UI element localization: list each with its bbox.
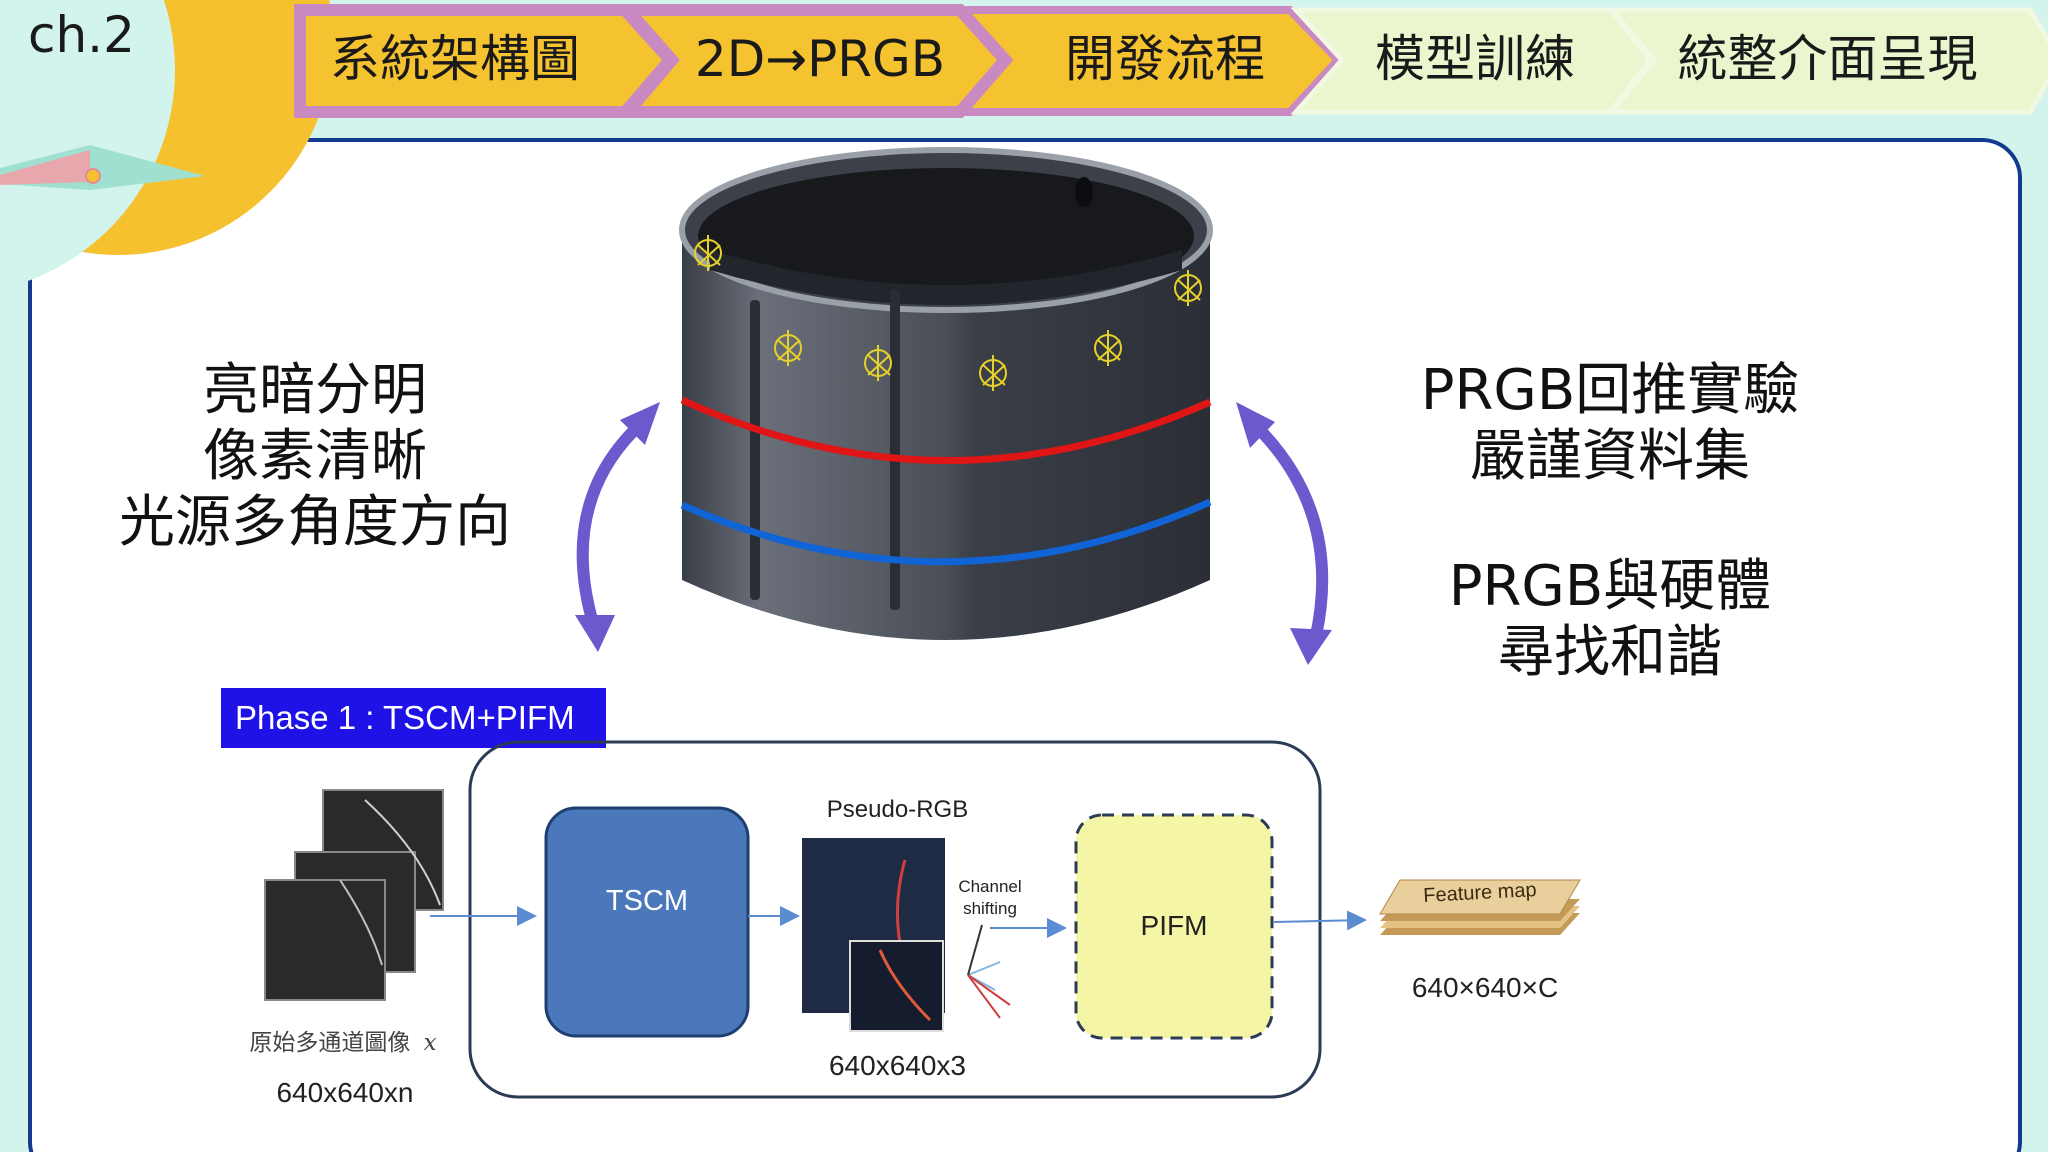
left-text-line: 光源多角度方向 (119, 490, 511, 555)
right-text-line: 嚴謹資料集 (1470, 424, 1750, 489)
tab-2d-prgb[interactable]: 2D→PRGB (694, 30, 946, 88)
right-curved-arrow (1236, 402, 1332, 665)
tab-ui-presentation[interactable]: 統整介面呈現 (1677, 30, 1978, 88)
chapter-circle-cutout (0, 0, 175, 290)
left-curved-arrow (575, 402, 660, 652)
right-text-line: PRGB回推實驗 (1420, 358, 1800, 423)
blue-band (680, 498, 1212, 566)
tscm-box (544, 806, 750, 1038)
channel-shifting-label: Channel shifting (950, 876, 1030, 920)
pseudo-rgb-image (802, 838, 945, 1032)
channel-shifting-line: shifting (963, 899, 1017, 918)
left-text-line: 亮暗分明 (203, 358, 427, 423)
input-caption-text: 原始多通道圖像 (249, 1030, 411, 1056)
feature-map-size: 640×640×C (1411, 972, 1559, 1003)
left-text-line: 像素清晰 (203, 424, 427, 489)
pifm-box (1074, 813, 1274, 1040)
tab-dev-process[interactable]: 開發流程 (1065, 30, 1265, 88)
feature-map-stack (1370, 873, 1583, 945)
chapter-label: ch.2 (28, 6, 135, 64)
pseudo-rgb-label: Pseudo-RGB (826, 796, 969, 823)
pseudo-rgb-size: 640x640x3 (828, 1050, 966, 1081)
right-text-line: 尋找和諧 (1498, 620, 1722, 685)
left-text-block: 亮暗分明 像素清晰 光源多角度方向 (100, 358, 530, 556)
tab-model-training[interactable]: 模型訓練 (1375, 30, 1575, 88)
right-text-group-2: PRGB與硬體 尋找和諧 (1390, 554, 1830, 686)
input-caption: 原始多通道圖像 x (218, 1023, 468, 1057)
red-band (680, 396, 1212, 464)
light-cylinder-illustration (679, 147, 1213, 640)
input-image-stack (264, 789, 444, 1001)
tab-system-architecture[interactable]: 系統架構圖 (330, 30, 580, 88)
channel-shifting-line: Channel (958, 877, 1022, 896)
tab-strip (294, 3, 2048, 118)
tscm-label: TSCM (605, 885, 689, 917)
input-caption-var: x (423, 1030, 437, 1056)
input-size: 640x640xn (276, 1077, 414, 1108)
phase-label: Phase 1 : TSCM+PIFM (221, 688, 606, 748)
light-source-icons (694, 235, 1202, 391)
right-text-group-1: PRGB回推實驗 嚴謹資料集 (1390, 358, 1830, 490)
pipeline-frame (468, 740, 1322, 1099)
right-text-line: PRGB與硬體 (1448, 554, 1772, 619)
channel-shift-lines (967, 924, 1011, 1019)
pifm-label: PIFM (1140, 910, 1208, 941)
